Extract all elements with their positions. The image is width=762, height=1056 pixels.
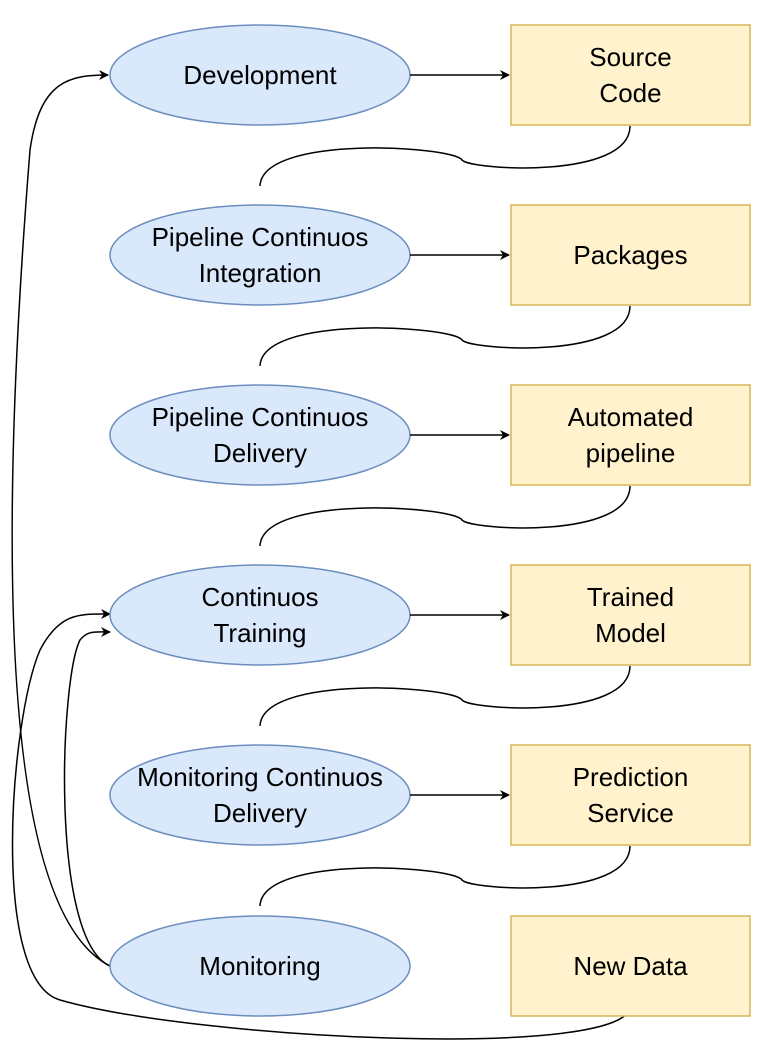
- artifact-trained-model-label-line-2: Model: [595, 618, 666, 648]
- stage-pipeline-ci-label-line-1: Pipeline Continuos: [152, 222, 369, 252]
- connector-source-code-to-pipeline-ci: [259, 125, 631, 187]
- stage-continuous-training-label-line-2: Training: [214, 618, 307, 648]
- connector-packages-to-pipeline-cd: [259, 305, 631, 367]
- stage-pipeline-ci-label-line-2: Integration: [199, 258, 322, 288]
- stage-pipeline-cd-label-line-2: Delivery: [213, 438, 307, 468]
- artifact-prediction-service-label-line-1: Prediction: [573, 762, 689, 792]
- artifact-packages-label-line-1: Packages: [573, 240, 687, 270]
- stage-ellipse: [109, 384, 411, 486]
- artifact-new-data: New Data: [510, 915, 751, 1017]
- connector-prediction-service-to-monitoring: [259, 845, 631, 907]
- artifact-trained-model-label-line-1: Trained: [587, 582, 674, 612]
- connectors: [11, 70, 631, 1040]
- stage-ellipse: [109, 564, 411, 666]
- artifact-automated-pipeline: Automated pipeline: [510, 384, 751, 486]
- artifact-automated-pipeline-label-line-2: pipeline: [586, 438, 676, 468]
- stage-monitoring: Monitoring: [109, 915, 411, 1017]
- artifact-box: [510, 204, 751, 306]
- connector-trained-model-to-monitoring-cd: [259, 665, 631, 727]
- artifact-new-data-label-line-1: New Data: [573, 951, 688, 981]
- stage-continuous-training-label-line-1: Continuos: [201, 582, 318, 612]
- stage-ellipse: [109, 915, 411, 1017]
- artifact-box: [510, 384, 751, 486]
- artifact-box: [510, 744, 751, 846]
- stage-development-label-line-1: Development: [183, 60, 337, 90]
- artifact-box: [510, 564, 751, 666]
- stage-pipeline-cd-label-line-1: Pipeline Continuos: [152, 402, 369, 432]
- artifact-prediction-service-label-line-2: Service: [587, 798, 674, 828]
- feedback-monitoring-to-training-inner: [63, 626, 111, 967]
- artifact-box: [510, 24, 751, 126]
- stage-monitoring-label-line-1: Monitoring: [199, 951, 320, 981]
- stage-monitoring-cd-label-line-1: Monitoring Continuos: [137, 762, 383, 792]
- artifact-source-code-label-line-1: Source: [589, 42, 671, 72]
- artifact-source-code-label-line-2: Code: [599, 78, 661, 108]
- feedback-monitoring-to-development: [11, 70, 111, 967]
- feedback-new-data-to-training: [11, 608, 631, 1040]
- connector-automated-pipeline-to-training: [259, 485, 631, 547]
- stage-development: Development: [109, 24, 411, 126]
- stage-ellipse: [109, 744, 411, 846]
- stage-to-artifact-arrows: [410, 70, 510, 800]
- stage-ellipse: [109, 204, 411, 306]
- artifact-box: [510, 915, 751, 1017]
- artifact-packages: Packages: [510, 204, 751, 306]
- stage-monitoring-cd-label-line-2: Delivery: [213, 798, 307, 828]
- artifact-automated-pipeline-label-line-1: Automated: [568, 402, 694, 432]
